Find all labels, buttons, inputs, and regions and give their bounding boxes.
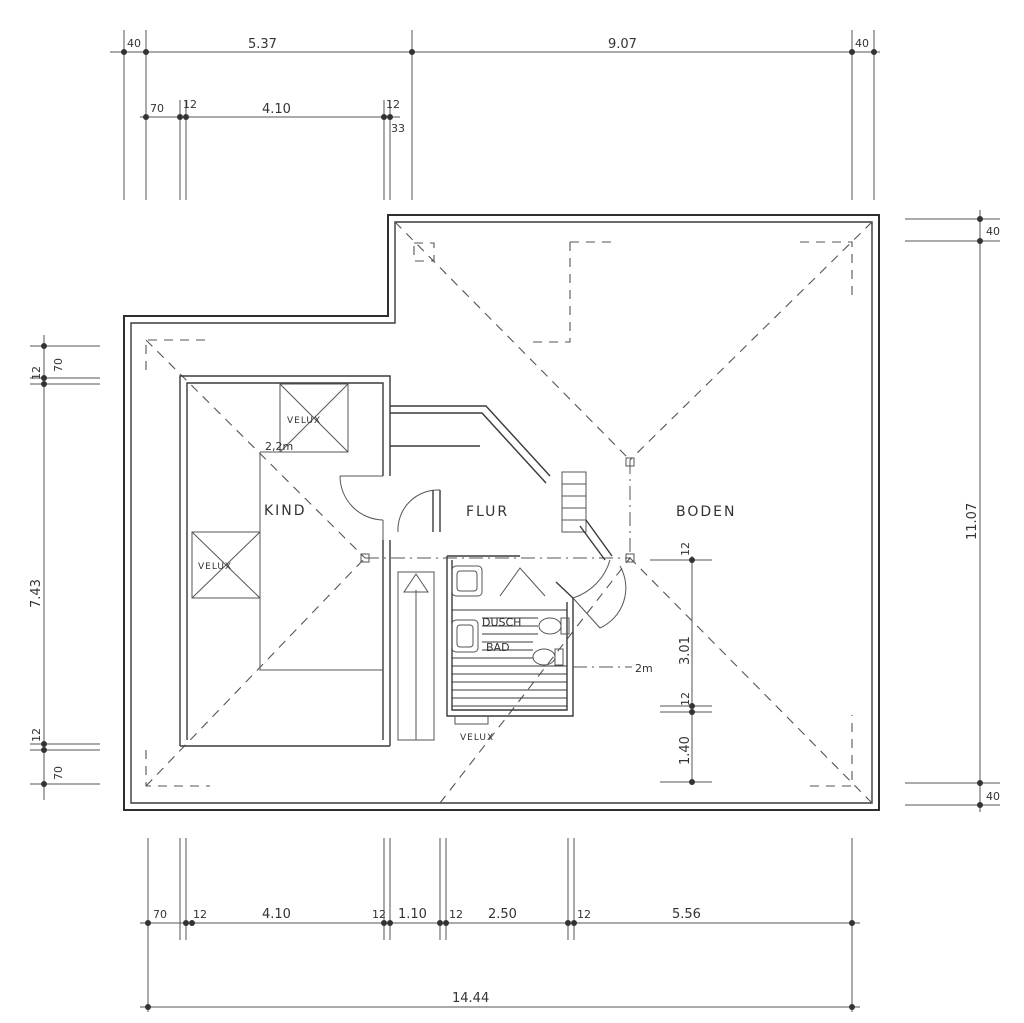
dim-right-inner-12-top: 12 [679,542,692,556]
velux-label-3: VELUX [460,733,494,743]
kind-room-walls [179,375,391,747]
height-label-2-2m: 2,2m [265,440,293,453]
dim-top2-70: 70 [150,102,164,115]
dim-left-70-bottom: 70 [52,766,65,780]
dim-top-5-37: 5.37 [248,37,277,52]
dim-top-40-left: 40 [127,37,141,50]
dim-bottom-5-56: 5.56 [672,907,701,922]
room-label-bad: BAD [486,641,510,654]
stair-arrow [397,571,435,741]
dim-top2-33: 33 [391,122,405,135]
room-label-kind: KIND [264,503,307,519]
velux-label-2: VELUX [198,562,232,572]
room-label-boden: BODEN [676,504,736,520]
dim-top-40-right: 40 [855,37,869,50]
flur-walls [390,405,613,561]
door-kind [339,475,384,540]
dim-right-11-07: 11.07 [965,503,980,540]
door-flur [397,489,441,533]
dim-bottom-12-a: 12 [193,908,207,921]
velux-window-kind-top [279,383,349,453]
dim-left-12-bottom: 12 [30,728,43,742]
dim-bottom-12-d: 12 [577,908,591,921]
dim-right-inner-12-bottom: 12 [679,692,692,706]
room-label-flur: FLUR [466,504,509,520]
velux-window-bath [454,716,489,725]
top-dimension-lines [110,30,880,200]
bottom-dimension-lines [140,838,860,1012]
room-label-dusch: DUSCH [482,616,521,629]
dim-top2-12-right: 12 [386,98,400,111]
dim-right-40-bottom: 40 [986,790,1000,803]
height-label-2m: 2m [635,662,653,675]
dim-right-inner-1-40: 1.40 [678,736,693,765]
dim-bottom-70: 70 [153,908,167,921]
dim-bottom-2-50: 2.50 [488,907,517,922]
velux-window-kind-left [191,531,261,599]
dim-bottom-4-10: 4.10 [262,907,291,922]
velux-label-1: VELUX [287,416,321,426]
bath-room [446,555,627,717]
dim-top2-12-left: 12 [183,98,197,111]
dim-left-7-43: 7.43 [29,579,44,608]
dim-bottom-12-b: 12 [372,908,386,921]
dim-top-9-07: 9.07 [608,37,637,52]
dim-bottom-1-10: 1.10 [398,907,427,922]
left-dimension-lines [30,335,100,800]
dim-bottom-total: 14.44 [452,991,489,1006]
dim-top2-4-10: 4.10 [262,102,291,117]
dim-left-70-top: 70 [52,358,65,372]
dim-left-12-top: 12 [30,366,43,380]
dim-bottom-12-c: 12 [449,908,463,921]
dim-right-40-top: 40 [986,225,1000,238]
dim-right-inner-3-01: 3.01 [678,636,693,665]
right-dimension-lines [650,210,1000,812]
